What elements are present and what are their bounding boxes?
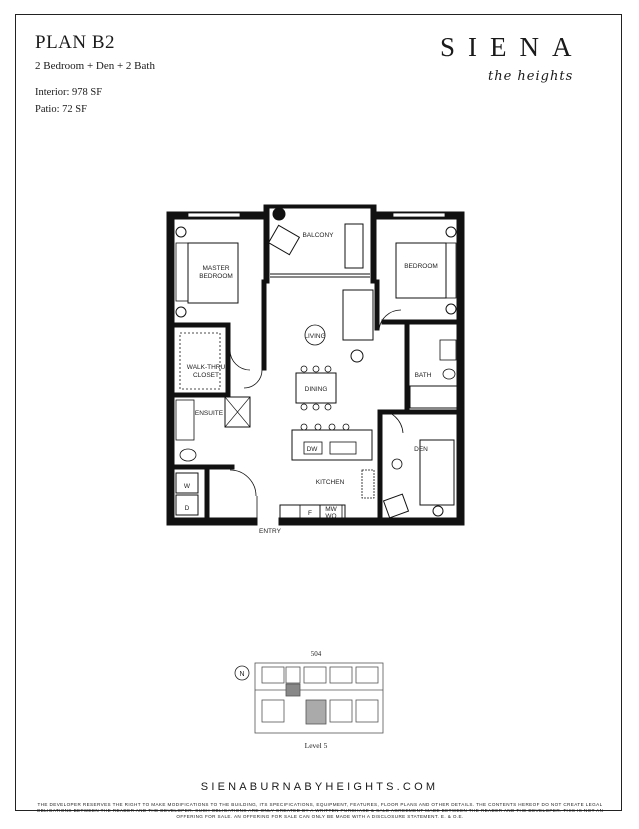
north-arrow (234, 665, 250, 681)
label-ensuite: ENSUITE (195, 410, 224, 417)
den-chair (391, 458, 403, 470)
label-dryer: D (185, 505, 190, 512)
patio-area: Patio: 72 SF (35, 104, 87, 115)
label-master-2: BEDROOM (199, 273, 233, 280)
website-link[interactable]: SIENABURNABYHEIGHTS.COM (200, 781, 439, 793)
wall (173, 464, 235, 470)
microwave-wall-oven (319, 504, 343, 519)
label-master-1: MASTER (202, 265, 229, 272)
north-label: N (239, 671, 244, 678)
den-sofa (419, 439, 455, 506)
balcony-plant (272, 207, 286, 221)
nightstand (175, 306, 187, 318)
wall (381, 409, 458, 415)
wall (173, 322, 227, 328)
wall (173, 392, 231, 398)
level-label: Level 5 (305, 741, 328, 750)
wall (456, 211, 465, 526)
label-fridge: F (308, 510, 312, 517)
dryer (175, 494, 199, 516)
page-border (15, 14, 622, 811)
label-mw: MW (325, 506, 337, 513)
label-dw: DW (307, 446, 319, 453)
label-living: LIVING (304, 333, 325, 340)
wall (381, 319, 458, 325)
shower (224, 396, 251, 428)
sofa (342, 289, 374, 341)
nightstand (175, 226, 187, 238)
wall (370, 204, 377, 284)
dishwasher (303, 441, 323, 455)
label-bath: BATH (415, 372, 432, 379)
balcony-chair (267, 224, 301, 256)
toilet (442, 368, 456, 380)
label-balcony: BALCONY (302, 232, 334, 239)
wall (374, 279, 380, 331)
label-walkthru-1: WALK-THRU (187, 364, 226, 371)
label-walkthru-2: CLOSET (193, 372, 219, 379)
wall (261, 279, 267, 371)
interior-area: Interior: 978 SF (35, 87, 103, 98)
pantry (361, 469, 375, 499)
wall (404, 323, 410, 415)
headboard (175, 242, 189, 302)
closet (179, 332, 221, 390)
wall (166, 211, 175, 526)
wall (204, 468, 210, 526)
label-wo: WO (325, 513, 336, 520)
window (392, 212, 446, 218)
wall (263, 204, 270, 284)
brand-logo: SIENA (440, 32, 585, 62)
wall (225, 322, 231, 394)
plan-subtitle: 2 Bedroom + Den + 2 Bath (35, 60, 155, 72)
vanity (439, 339, 457, 361)
ensuite-toilet (179, 448, 197, 462)
brand-tagline: the heights (488, 69, 574, 84)
nightstand (445, 226, 457, 238)
window (187, 212, 241, 218)
key-plan (254, 662, 384, 734)
highlighted-unit (305, 699, 327, 725)
label-entry: ENTRY (259, 528, 282, 535)
plan-title: PLAN B2 (35, 32, 116, 53)
den-chair (382, 493, 410, 519)
bed (395, 242, 447, 299)
side-table (350, 349, 364, 363)
label-washer: W (184, 483, 191, 490)
label-den: DEN (414, 446, 428, 453)
disclaimer: The developer reserves the right to make… (36, 802, 604, 819)
balcony-lounger (344, 223, 364, 269)
side-table (432, 505, 444, 517)
living-table (304, 324, 326, 346)
label-dining: DINING (305, 386, 328, 393)
sink (329, 441, 357, 455)
ensuite-vanity (175, 399, 195, 441)
headboard (445, 242, 457, 299)
wall (377, 409, 383, 521)
bathtub (409, 385, 458, 409)
nightstand (445, 303, 457, 315)
washer (175, 472, 199, 494)
label-kitchen: KITCHEN (316, 479, 345, 486)
dining-table (295, 372, 337, 404)
wall (278, 517, 465, 526)
label-bedroom: BEDROOM (404, 263, 438, 270)
unit-number: 504 (311, 650, 322, 658)
wall (263, 204, 377, 209)
wall (166, 517, 258, 526)
